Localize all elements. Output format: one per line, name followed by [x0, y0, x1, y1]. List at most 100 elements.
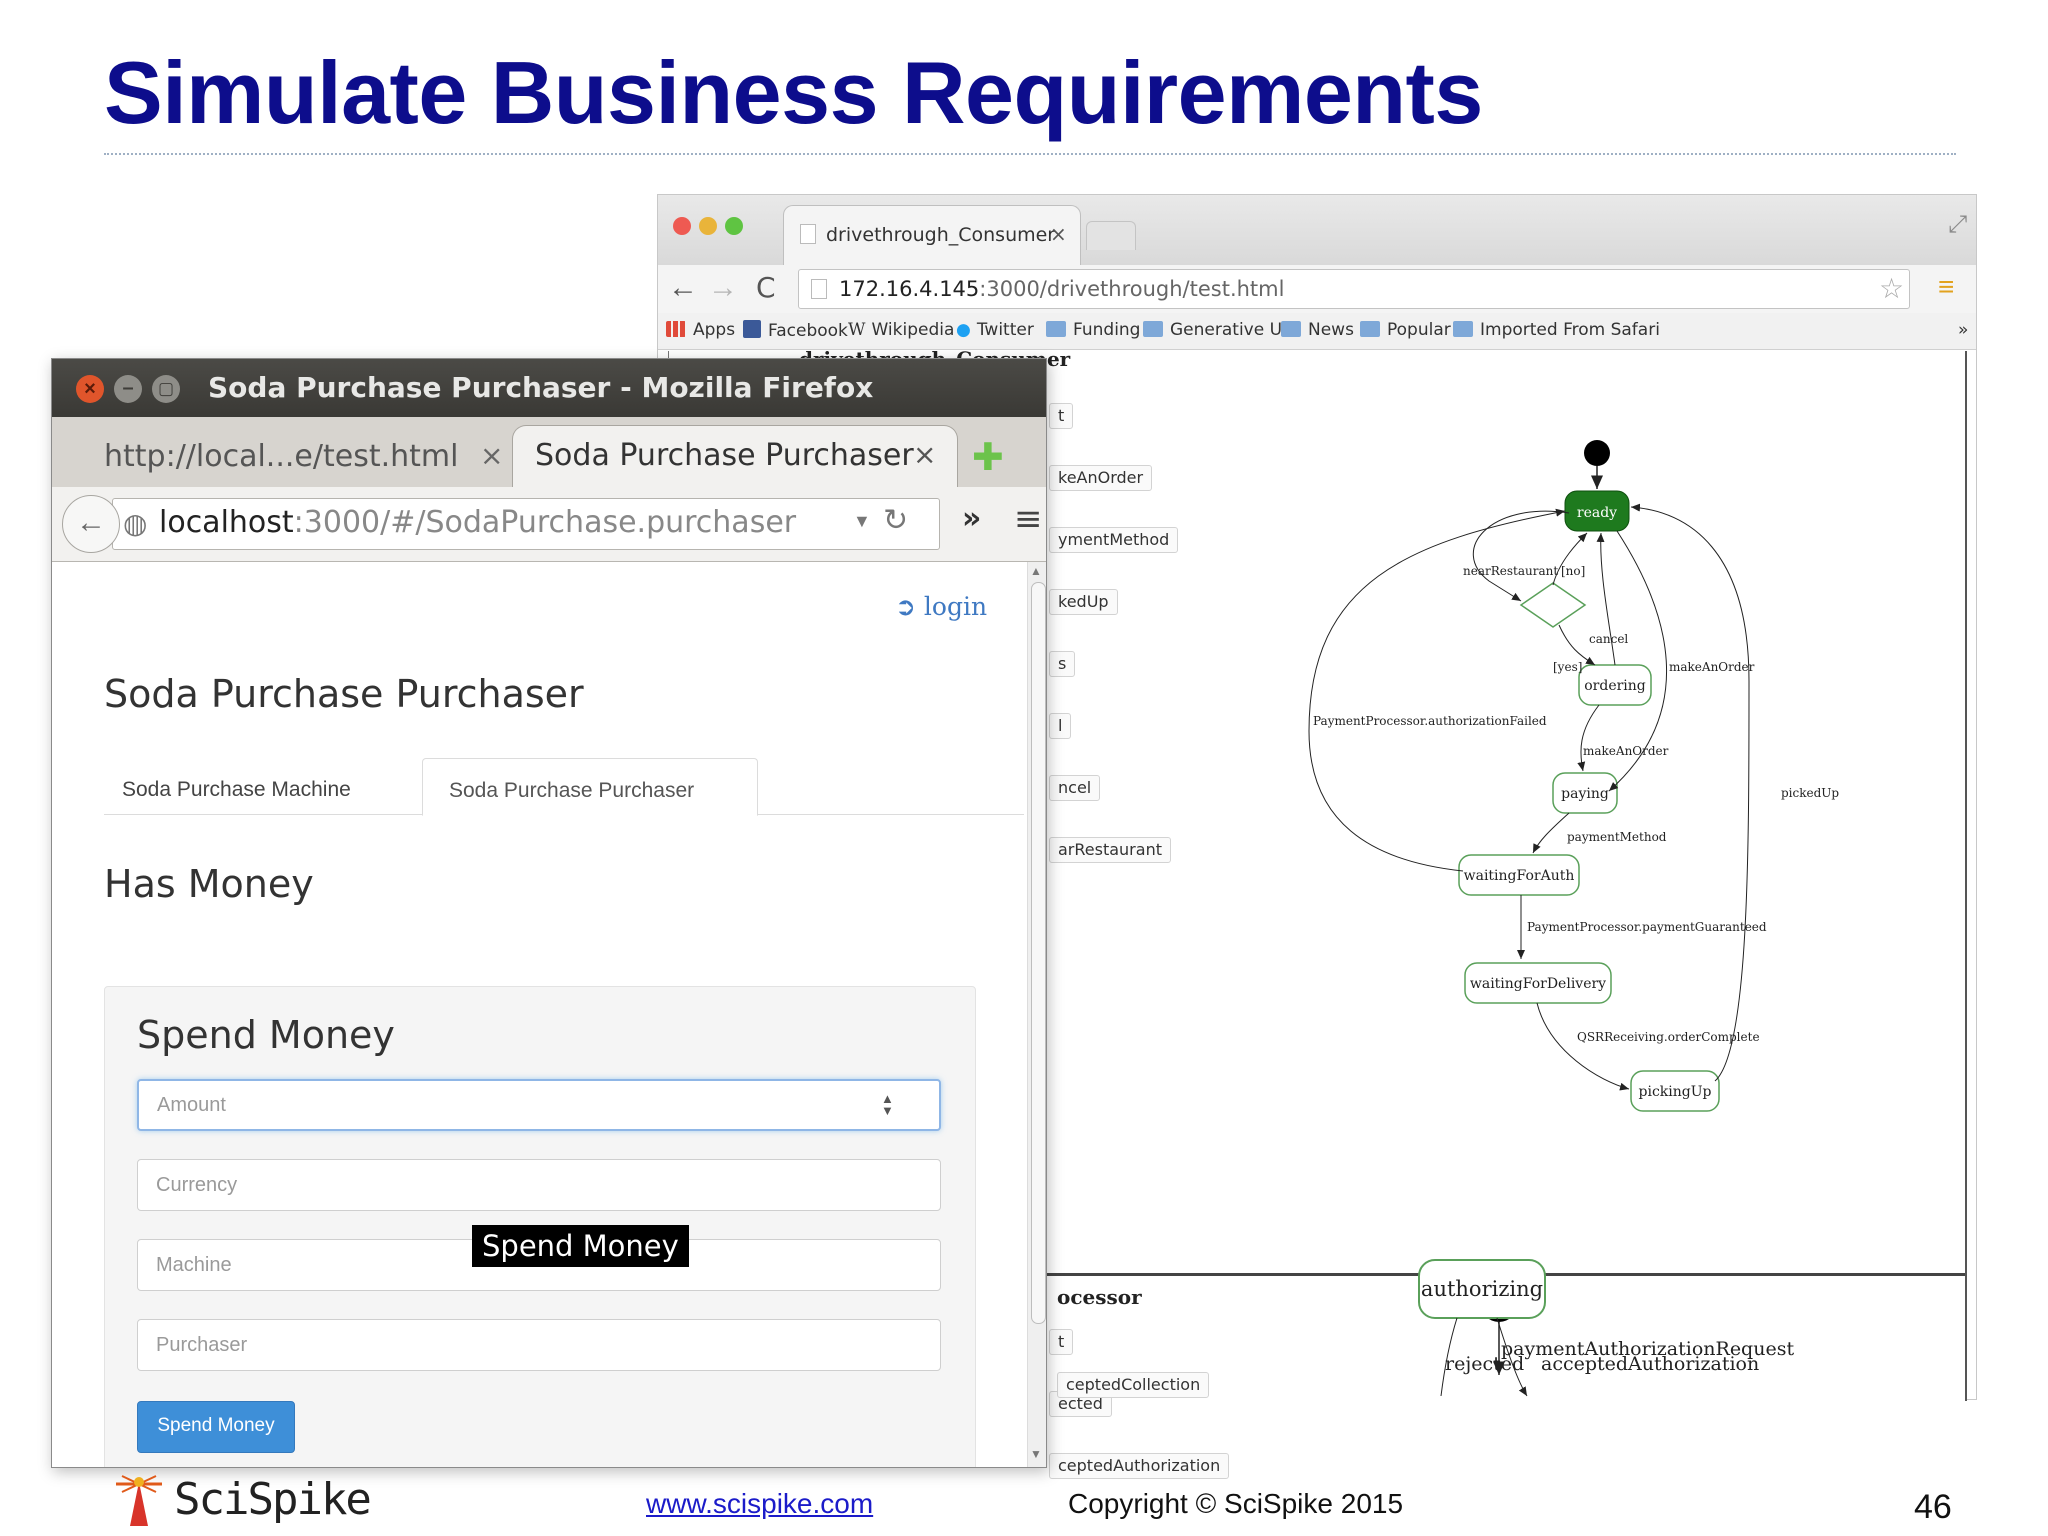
state-ordering[interactable]: ordering — [1578, 664, 1652, 706]
firefox-address-bar[interactable]: ◍ localhost:3000/#/SodaPurchase.purchase… — [112, 498, 940, 550]
tab-soda-purchase-machine[interactable]: Soda Purchase Machine — [122, 778, 351, 801]
bookmark-facebook[interactable]: Facebook — [743, 320, 848, 341]
tab-close-icon[interactable]: × — [913, 438, 937, 471]
bookmark-generative-ui[interactable]: Generative U/I — [1143, 320, 1293, 340]
forward-arrow-icon[interactable]: → — [708, 271, 738, 304]
transition-label: paymentAuthorizationRequest — [1501, 1338, 1794, 1360]
state-label: pickingUp — [1639, 1084, 1712, 1100]
bookmark-apps[interactable]: Apps — [666, 320, 735, 340]
chevron-down-icon[interactable]: ▼ — [853, 511, 871, 531]
state-paying[interactable]: paying — [1552, 772, 1618, 814]
footer-copyright: Copyright © SciSpike 2015 — [1068, 1488, 1404, 1519]
wikipedia-icon: W — [848, 320, 866, 340]
vertical-scrollbar[interactable]: ▲ ▼ — [1027, 562, 1046, 1467]
event-button-make-an-order[interactable]: keAnOrder — [1049, 465, 1153, 491]
event-button[interactable]: t — [1049, 403, 1074, 429]
back-arrow-icon[interactable]: ← — [668, 271, 698, 304]
event-button[interactable]: l — [1049, 713, 1072, 739]
tab-close-icon[interactable]: × — [480, 439, 504, 472]
logo-text: SciSpike — [174, 1474, 372, 1525]
nav-tabs: Soda Purchase Machine Soda Purchase Purc… — [104, 758, 1024, 816]
event-button-accepted-authorization[interactable]: ceptedAuthorization — [1049, 1453, 1230, 1479]
tab-title: http://local...e/test.html — [104, 439, 459, 474]
state-waiting-for-delivery[interactable]: waitingForDelivery — [1464, 962, 1612, 1004]
hamburger-menu-icon[interactable]: ≡ — [1014, 499, 1043, 539]
event-button-cancel[interactable]: ncel — [1049, 775, 1101, 801]
state-label: authorizing — [1421, 1277, 1543, 1301]
event-button-near-restaurant[interactable]: arRestaurant — [1049, 837, 1171, 863]
window-maximize-button[interactable]: ▢ — [152, 375, 180, 403]
firefox-tab-test-html[interactable]: http://local...e/test.html × — [66, 429, 516, 487]
firefox-tab-soda-purchase-purchaser[interactable]: Soda Purchase Purchaser × — [512, 425, 958, 488]
plus-icon[interactable]: ✚ — [972, 435, 1004, 479]
transition-label: PaymentProcessor.authorizationFailed — [1313, 714, 1547, 728]
state-label: ordering — [1584, 678, 1646, 694]
event-button-payment-method[interactable]: ymentMethod — [1049, 527, 1179, 553]
bookmarks-more-icon[interactable]: » — [1958, 320, 1969, 340]
chrome-new-tab-button[interactable] — [1086, 221, 1136, 250]
state-picking-up[interactable]: pickingUp — [1630, 1070, 1720, 1112]
bookmark-imported-from-safari[interactable]: Imported From Safari — [1453, 320, 1660, 340]
reload-icon[interactable]: C — [756, 271, 776, 304]
login-link[interactable]: ➲ login — [895, 592, 987, 621]
state-waiting-for-auth[interactable]: waitingForAuth — [1458, 854, 1580, 896]
event-button-rejected[interactable]: ected — [1049, 1391, 1112, 1417]
folder-icon — [1143, 321, 1163, 337]
event-button-picked-up[interactable]: kedUp — [1049, 589, 1118, 615]
event-button[interactable]: t — [1049, 1329, 1074, 1355]
bookmark-news[interactable]: News — [1281, 320, 1354, 340]
scroll-up-icon[interactable]: ▲ — [1030, 564, 1042, 578]
spend-money-button[interactable]: Spend Money — [137, 1401, 295, 1453]
fullscreen-icon[interactable]: ⤢ — [1948, 211, 1968, 238]
window-minimize-button[interactable]: – — [114, 375, 142, 403]
event-button-accepted-collection[interactable]: ceptedCollection — [1057, 1372, 1210, 1398]
state-ready[interactable]: ready — [1564, 490, 1630, 532]
folder-icon — [1281, 321, 1301, 337]
chrome-menu-icon[interactable]: ≡ — [1938, 271, 1955, 302]
tab-label: Soda Purchase Purchaser — [449, 779, 695, 802]
bookmark-label: Wikipedia — [871, 320, 955, 340]
chrome-toolbar: ← → C 172.16.4.145:3000/drivethrough/tes… — [658, 265, 1976, 313]
statechart-diagram: ready ordering paying waitingForAuth wai… — [1308, 440, 1839, 1375]
transition-label: acceptedAuthorization — [1541, 1353, 1759, 1375]
footer-url-link[interactable]: www.scispike.com — [646, 1488, 874, 1519]
bookmark-star-icon[interactable]: ☆ — [1879, 273, 1905, 304]
bookmark-label: Funding — [1073, 320, 1141, 340]
bookmark-twitter[interactable]: ●Twitter — [956, 320, 1034, 340]
scrollbar-thumb[interactable] — [1031, 582, 1046, 1324]
window-close-button[interactable]: × — [76, 375, 104, 403]
firefox-title-bar: × – ▢ Soda Purchase Purchaser - Mozilla … — [52, 359, 1046, 417]
bookmark-popular[interactable]: Popular — [1360, 320, 1451, 340]
firefox-tab-bar: http://local...e/test.html × Soda Purcha… — [52, 417, 1046, 488]
overflow-chevron-icon[interactable]: » — [962, 501, 982, 536]
transition-arrow — [1577, 704, 1600, 772]
currency-input[interactable] — [137, 1159, 941, 1211]
tab-soda-purchase-purchaser[interactable]: Soda Purchase Purchaser — [422, 758, 758, 816]
chrome-address-bar[interactable]: 172.16.4.145:3000/drivethrough/test.html… — [798, 269, 1910, 309]
slide-title: Simulate Business Requirements — [104, 43, 1483, 142]
lighthouse-icon — [116, 1475, 162, 1526]
bookmark-label: Popular — [1387, 320, 1451, 340]
chrome-minimize-button[interactable] — [699, 217, 717, 235]
chrome-tab-close-icon[interactable]: × — [1050, 222, 1067, 246]
chrome-tab-bar: drivethrough_Consumer × ⤢ — [658, 195, 1976, 266]
form-title: Spend Money — [137, 1013, 395, 1057]
transition-label: pickedUp — [1781, 786, 1839, 800]
back-arrow-icon[interactable]: ← — [62, 495, 120, 553]
amount-input[interactable] — [137, 1079, 941, 1131]
chrome-zoom-button[interactable] — [725, 217, 743, 235]
chrome-tab-drivethrough[interactable]: drivethrough_Consumer × — [783, 205, 1081, 266]
reload-icon[interactable]: ↻ — [883, 503, 909, 538]
bookmark-label: Facebook — [768, 321, 848, 341]
transition-label: makeAnOrder — [1583, 744, 1669, 758]
transition-arrow — [1496, 1317, 1528, 1397]
scroll-down-icon[interactable]: ▼ — [1030, 1447, 1042, 1461]
state-authorizing[interactable]: authorizing — [1418, 1259, 1546, 1319]
purchaser-input[interactable] — [137, 1319, 941, 1371]
event-button[interactable]: s — [1049, 651, 1076, 677]
bookmark-funding[interactable]: Funding — [1046, 320, 1140, 340]
number-spinner-icon[interactable]: ▲▼ — [881, 1091, 894, 1118]
transition-arrow — [1536, 1002, 1630, 1091]
chrome-close-button[interactable] — [673, 217, 691, 235]
